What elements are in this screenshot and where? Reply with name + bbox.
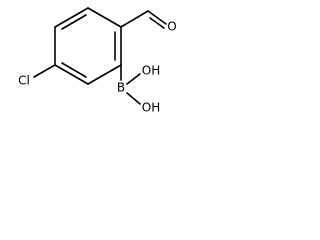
ring-double-bond-inner-3 <box>61 14 87 30</box>
hydroxyl-bottom-label: OH <box>142 101 160 115</box>
hydroxyl-top-label: OH <box>142 64 160 78</box>
aldehyde-oxygen-label: O <box>167 20 176 34</box>
structure-canvas: O Cl B OH OH <box>0 0 205 132</box>
ring-bond-c2-c3 <box>87 64 122 85</box>
boronic-acid-group: B OH OH <box>117 64 160 115</box>
ring-double-bond-inner-2 <box>61 62 87 78</box>
ring-bond-c5-c6 <box>54 7 89 28</box>
ring-bond-c6-c1 <box>87 7 122 28</box>
aldehyde-group: O <box>120 10 177 34</box>
molecule-structure: O Cl B OH OH <box>18 7 177 115</box>
boron-oh-top-bond <box>126 73 141 85</box>
aldehyde-bond-c-ring <box>120 10 149 28</box>
chloro-bond <box>33 64 56 78</box>
aldehyde-double-bond-inner <box>149 17 165 29</box>
benzene-ring <box>54 7 122 85</box>
aldehyde-double-bond-outer <box>147 10 167 25</box>
ring-bond-c3-c4 <box>54 64 89 85</box>
chlorine-label: Cl <box>18 74 30 88</box>
chloro-group: Cl <box>18 64 56 88</box>
boron-oh-bottom-bond <box>126 92 141 105</box>
boron-label: B <box>117 81 125 95</box>
